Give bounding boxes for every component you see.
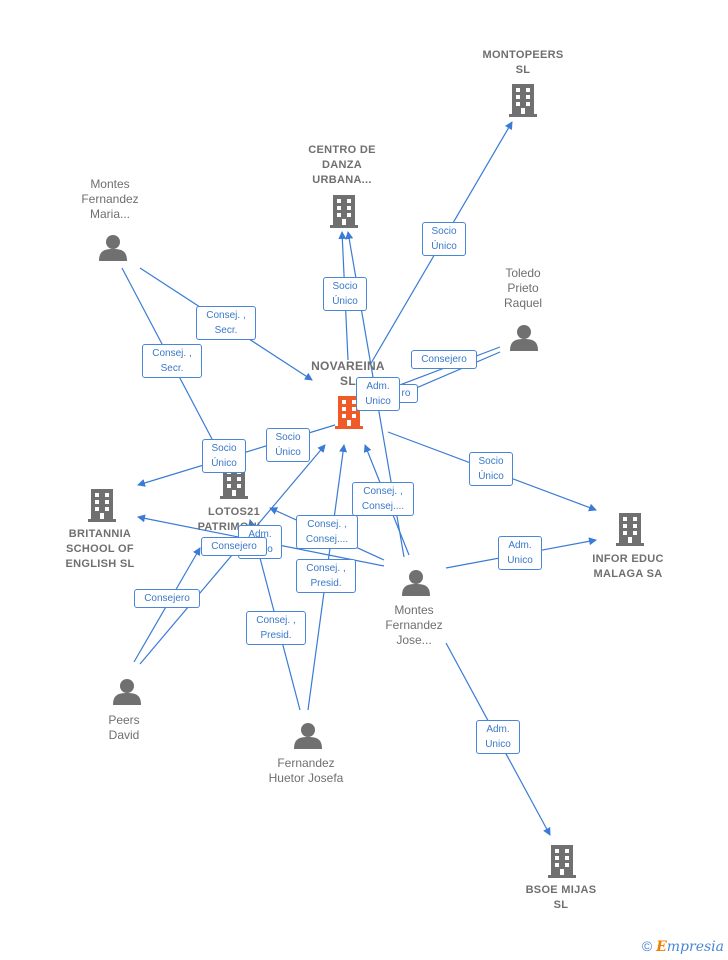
node-label-peers-david[interactable]: Peers David bbox=[108, 713, 140, 742]
building-icon-britannia bbox=[88, 489, 116, 522]
person-icon-fernandez bbox=[294, 723, 322, 749]
node-label-centro-danza[interactable]: CENTRO DE DANZA URBANA... bbox=[308, 144, 376, 186]
person-icon-montes-jose bbox=[402, 570, 430, 596]
node-label-novareina[interactable]: NOVAREINA SL bbox=[311, 359, 385, 388]
relation-consejero-peers[interactable]: Consejero bbox=[134, 589, 200, 608]
relation-consej-presid-2[interactable]: Consej. , Presid. bbox=[246, 611, 306, 645]
relation-ro-fragment[interactable]: ro bbox=[394, 384, 418, 403]
node-label-toledo[interactable]: Toledo Prieto Raquel bbox=[503, 266, 543, 310]
brand-logo: Empresia bbox=[656, 939, 724, 955]
relation-consej-consej-1[interactable]: Consej. , Consej.... bbox=[352, 482, 414, 516]
relation-adm-unico-main[interactable]: Adm. Unico bbox=[356, 377, 400, 411]
relation-socio-unico-infor[interactable]: Socio Único bbox=[469, 452, 513, 486]
copyright-icon: © bbox=[641, 938, 653, 954]
relation-socio-unico-lotos-b[interactable]: Socio Único bbox=[202, 439, 246, 473]
relation-consej-presid-1[interactable]: Consej. , Presid. bbox=[296, 559, 356, 593]
node-label-fernandez[interactable]: Fernandez Huetor Josefa bbox=[268, 756, 344, 785]
relation-consej-secr-2[interactable]: Consej. , Secr. bbox=[142, 344, 202, 378]
relation-adm-unico-bsoe[interactable]: Adm. Unico bbox=[476, 720, 520, 754]
node-label-bsoe-mijas[interactable]: BSOE MIJAS SL bbox=[525, 884, 597, 911]
relation-consej-secr-1[interactable]: Consej. , Secr. bbox=[196, 306, 256, 340]
person-icon-toledo bbox=[510, 325, 538, 351]
person-icon-montes-maria bbox=[99, 235, 127, 261]
building-icon-centro-danza bbox=[330, 195, 358, 228]
building-icon-bsoe-mijas bbox=[548, 845, 576, 878]
building-icon-infor-educ bbox=[616, 513, 644, 546]
relation-socio-unico-lotos-a[interactable]: Socio Único bbox=[266, 428, 310, 462]
building-icon-montopeers bbox=[509, 84, 537, 117]
edges bbox=[121, 121, 597, 836]
node-label-infor-educ[interactable]: INFOR EDUC MALAGA SA bbox=[592, 553, 664, 580]
footer-credit[interactable]: © Empresia bbox=[642, 938, 724, 955]
building-icon-novareina bbox=[335, 396, 363, 429]
node-label-montopeers[interactable]: MONTOPEERS SL bbox=[482, 49, 564, 76]
relation-socio-unico-centro[interactable]: Socio Único bbox=[323, 277, 367, 311]
relation-consejero-toledo[interactable]: Consejero bbox=[411, 350, 477, 369]
relation-socio-unico-montopeers[interactable]: Socio Único bbox=[422, 222, 466, 256]
node-label-britannia[interactable]: BRITANNIA SCHOOL OF ENGLISH SL bbox=[65, 528, 135, 570]
node-label-montes-maria[interactable]: Montes Fernandez Maria... bbox=[81, 177, 139, 221]
node-label-montes-jose[interactable]: Montes Fernandez Jose... bbox=[385, 603, 443, 647]
relation-consejero-britannia[interactable]: Consejero bbox=[201, 537, 267, 556]
relation-adm-unico-infor[interactable]: Adm. Unico bbox=[498, 536, 542, 570]
person-icon-peers-david bbox=[113, 679, 141, 705]
relation-consej-consej-2[interactable]: Consej. , Consej.... bbox=[296, 515, 358, 549]
